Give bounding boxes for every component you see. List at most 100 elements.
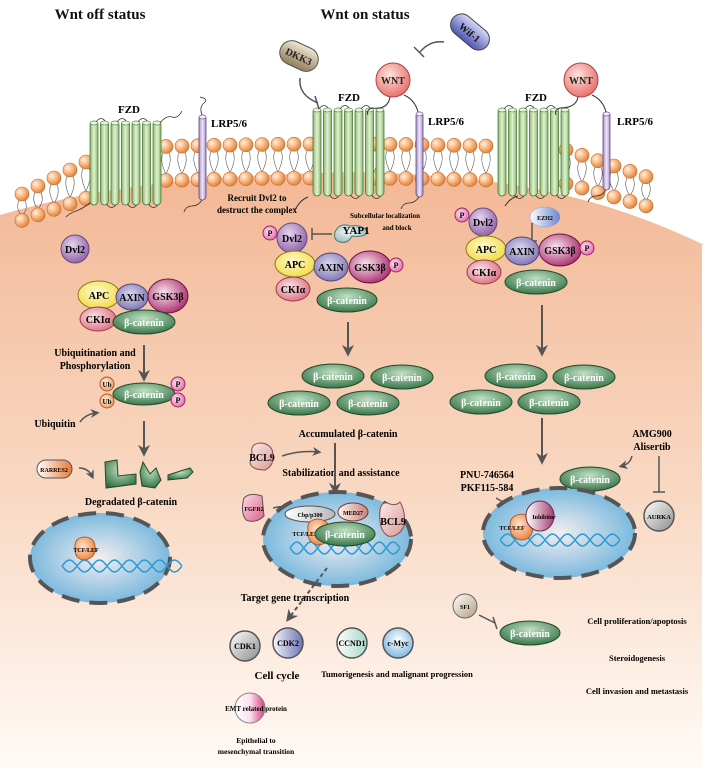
sf1-protein[interactable]: SF1 xyxy=(452,593,478,619)
right-gsk3b[interactable]: GSK3β xyxy=(538,233,582,267)
off-apc[interactable]: APC xyxy=(77,280,121,310)
svg-text:Dvl2: Dvl2 xyxy=(65,245,85,256)
bcatenin-label: β-catenin xyxy=(348,399,388,410)
svg-text:AXIN: AXIN xyxy=(509,247,535,258)
yap1-protein[interactable]: YAP1 xyxy=(334,224,370,243)
lipid-head xyxy=(446,172,462,187)
pkf-label: PKF115-584 xyxy=(461,483,514,494)
alisertib-label: Alisertib xyxy=(633,442,671,453)
lipid-head xyxy=(398,171,414,186)
cdk2-protein[interactable]: CDK2 xyxy=(272,627,304,659)
tumorigenesis-label: Tumorigenesis and malignant progression xyxy=(321,669,473,679)
nucleus-right: TCF/LEF Inhibitor xyxy=(481,486,637,580)
right-cki[interactable]: CKIα xyxy=(466,259,502,285)
svg-text:CCND1: CCND1 xyxy=(338,639,365,648)
outcome-proliferation: Cell proliferation/apoptosis xyxy=(587,616,687,626)
svg-text:Cbp/p300: Cbp/p300 xyxy=(297,513,322,519)
wnt-ligand-right[interactable]: WNT xyxy=(563,62,599,98)
ubiquitinated-bcatenin[interactable]: β-catenin xyxy=(112,382,176,406)
bcl9-nuclear[interactable]: BCL9 xyxy=(379,501,406,537)
svg-text:β-catenin: β-catenin xyxy=(510,629,550,640)
svg-text:AXIN: AXIN xyxy=(318,263,344,274)
svg-text:CKIα: CKIα xyxy=(281,285,306,296)
lipid-head xyxy=(286,170,302,186)
tcf-lef-left[interactable]: TCF/LEF xyxy=(73,536,99,561)
accumulated-bcatenin[interactable]: β-catenin xyxy=(336,390,400,416)
cdk1-protein[interactable]: CDK1 xyxy=(229,630,261,662)
accumulated-bcatenin[interactable]: β-catenin xyxy=(449,389,513,415)
wif1-protein[interactable]: Wif-1 xyxy=(446,9,494,54)
on-apc[interactable]: APC xyxy=(274,250,316,278)
recruit-dvl2-label-1: Recruit Dvl2 to xyxy=(228,193,287,203)
svg-text:TCF/LEF: TCF/LEF xyxy=(292,532,318,538)
right-p-gsk3b: P xyxy=(579,240,595,256)
accumulated-bcatenin[interactable]: β-catenin xyxy=(301,363,365,389)
inhibitor-protein[interactable]: Inhibitor xyxy=(525,500,556,532)
rarres2-protein[interactable]: RARRES2 xyxy=(36,459,73,479)
bcatenin-aurka-target[interactable]: β-catenin xyxy=(559,466,621,492)
right-axin[interactable]: AXIN xyxy=(504,236,540,266)
svg-text:SF1: SF1 xyxy=(460,605,470,611)
svg-text:P: P xyxy=(176,396,181,405)
lipid-head xyxy=(270,171,286,186)
off-axin[interactable]: AXIN xyxy=(115,283,149,311)
right-apc[interactable]: APC xyxy=(465,235,507,263)
svg-text:Inhibitor: Inhibitor xyxy=(532,515,556,521)
right-bcatenin-complex[interactable]: β-catenin xyxy=(504,269,568,295)
lipid-head xyxy=(622,194,638,209)
on-dvl2[interactable]: Dvl2 xyxy=(276,222,308,254)
med27[interactable]: MED27 xyxy=(337,502,369,522)
lrp-receptor-center[interactable] xyxy=(415,111,424,198)
svg-text:P: P xyxy=(176,380,181,389)
on-gsk3b[interactable]: GSK3β xyxy=(348,250,392,284)
lipid-head xyxy=(446,138,462,153)
svg-text:FGFR2: FGFR2 xyxy=(244,507,263,513)
fzd-receptor-left[interactable] xyxy=(89,118,162,208)
on-axin[interactable]: AXIN xyxy=(313,252,349,282)
accumulated-bcatenin[interactable]: β-catenin xyxy=(484,363,548,389)
accumulated-bcatenin[interactable]: β-catenin xyxy=(517,389,581,415)
off-gsk3b[interactable]: GSK3β xyxy=(147,278,189,314)
svg-text:MED27: MED27 xyxy=(343,511,363,517)
svg-text:CDK1: CDK1 xyxy=(234,642,256,651)
accumulated-bcatenin[interactable]: β-catenin xyxy=(370,364,434,390)
ezh2-protein[interactable]: EZH2 xyxy=(529,206,561,228)
off-bcatenin-complex[interactable]: β-catenin xyxy=(112,309,176,335)
svg-text:EZH2: EZH2 xyxy=(537,216,553,222)
right-dvl2[interactable]: Dvl2 xyxy=(468,207,498,237)
off-cki[interactable]: CKIα xyxy=(79,306,117,332)
off-destruction-complex: APC AXIN GSK3β CKIα β-catenin xyxy=(77,278,189,335)
fzd-receptor-right[interactable] xyxy=(497,105,570,199)
fzd-receptor-center[interactable] xyxy=(312,105,385,199)
lipid-head xyxy=(462,138,478,153)
fgfr2-protein[interactable]: FGFR2 xyxy=(241,493,265,522)
accumulated-bcatenin[interactable]: β-catenin xyxy=(267,390,331,416)
svg-text:Ub: Ub xyxy=(103,398,112,406)
wnt-ligand-center[interactable]: WNT xyxy=(375,62,411,98)
lipid-head xyxy=(62,162,78,178)
emt-protein[interactable]: EMT related protein xyxy=(225,692,287,724)
ubiquitin-label: Ubiquitin xyxy=(34,419,76,430)
off-dvl2[interactable]: Dvl2 xyxy=(60,234,90,264)
nuclear-bcatenin-center[interactable]: β-catenin xyxy=(314,521,376,547)
accumulated-bcatenin[interactable]: β-catenin xyxy=(552,364,616,390)
svg-text:RARRES2: RARRES2 xyxy=(40,468,68,474)
lrp-receptor-right[interactable] xyxy=(602,111,611,191)
bcl9-protein-cytoplasm[interactable]: BCL9 xyxy=(249,442,275,471)
cmyc-protein[interactable]: c-Myc xyxy=(382,627,414,659)
lipid-head xyxy=(238,137,254,153)
aurka-protein[interactable]: AURKA xyxy=(643,500,675,532)
lrp-receptor-left[interactable] xyxy=(198,114,207,201)
lipid-head xyxy=(638,169,654,184)
on-bcatenin-complex[interactable]: β-catenin xyxy=(316,287,378,313)
bcatenin-sf1-target[interactable]: β-catenin xyxy=(499,620,561,646)
lipid-head xyxy=(206,172,222,187)
lipid-head xyxy=(382,136,398,152)
cbp-p300[interactable]: Cbp/p300 xyxy=(284,505,336,523)
dkk3-protein[interactable]: DKK3 xyxy=(276,37,322,76)
ub-tag-bottom: Ub xyxy=(99,393,115,409)
svg-text:BCL9: BCL9 xyxy=(249,453,275,464)
on-cki[interactable]: CKIα xyxy=(275,276,311,302)
ccnd1-protein[interactable]: CCND1 xyxy=(336,627,368,659)
